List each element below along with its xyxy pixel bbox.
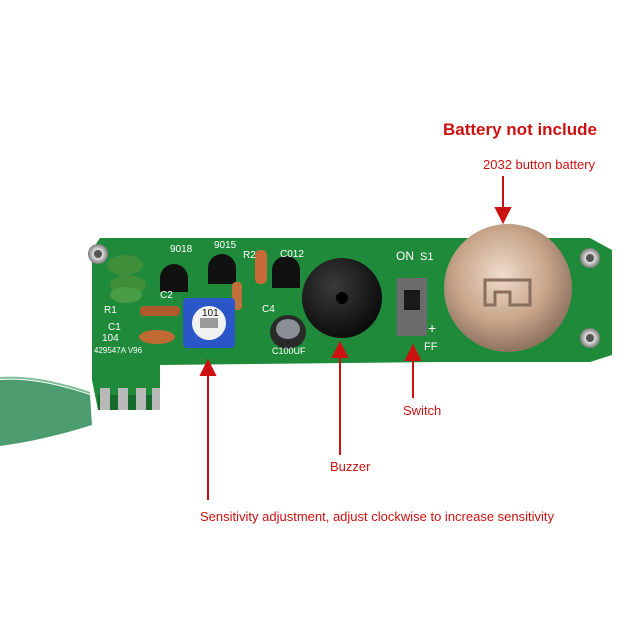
label-q3: C012 — [280, 249, 304, 260]
resistor-r2 — [255, 250, 267, 284]
label-pot: 101 — [202, 308, 219, 319]
transistor-9018 — [160, 264, 188, 292]
ceramic-cap-3 — [110, 287, 142, 303]
switch-callout: Switch — [403, 403, 442, 418]
label-s1: S1 — [420, 251, 433, 263]
label-q2: 9015 — [214, 240, 237, 251]
label-r2: R2 — [243, 250, 256, 261]
silkscreen: 9018 9015 R2 C012 C2 R1 C1 104 C4 101 42… — [94, 240, 438, 356]
label-c1: C1 — [108, 322, 121, 333]
label-ecap: C100UF — [272, 346, 306, 356]
label-c2: C2 — [160, 290, 173, 301]
label-q1: 9018 — [170, 244, 193, 255]
label-c1-value: 104 — [102, 333, 119, 344]
buzzer-callout: Buzzer — [330, 459, 371, 474]
label-on: ON — [396, 249, 414, 263]
transistor-c012 — [272, 256, 300, 288]
ceramic-cap-104 — [139, 330, 175, 344]
label-plus: + — [428, 320, 436, 336]
slide-switch-knob — [404, 290, 420, 310]
resistor-r1 — [140, 306, 180, 316]
ceramic-cap-1 — [107, 255, 143, 275]
label-r1: R1 — [104, 305, 117, 316]
transistor-9015 — [208, 254, 236, 284]
label-serial: 429547A V96 — [94, 346, 143, 355]
label-c4: C4 — [262, 304, 275, 315]
sensitivity-callout: Sensitivity adjustment, adjust clockwise… — [200, 509, 555, 524]
battery-callout: 2032 button battery — [483, 157, 596, 172]
label-off: FF — [424, 341, 438, 353]
sensor-card-edge — [0, 376, 91, 394]
header-pins — [100, 388, 160, 410]
battery-holder — [444, 224, 572, 352]
battery-clip — [483, 278, 532, 307]
sensor-card — [0, 379, 92, 446]
battery-not-included-note: Battery not include — [443, 120, 597, 139]
annotation-arrows — [199, 176, 512, 500]
